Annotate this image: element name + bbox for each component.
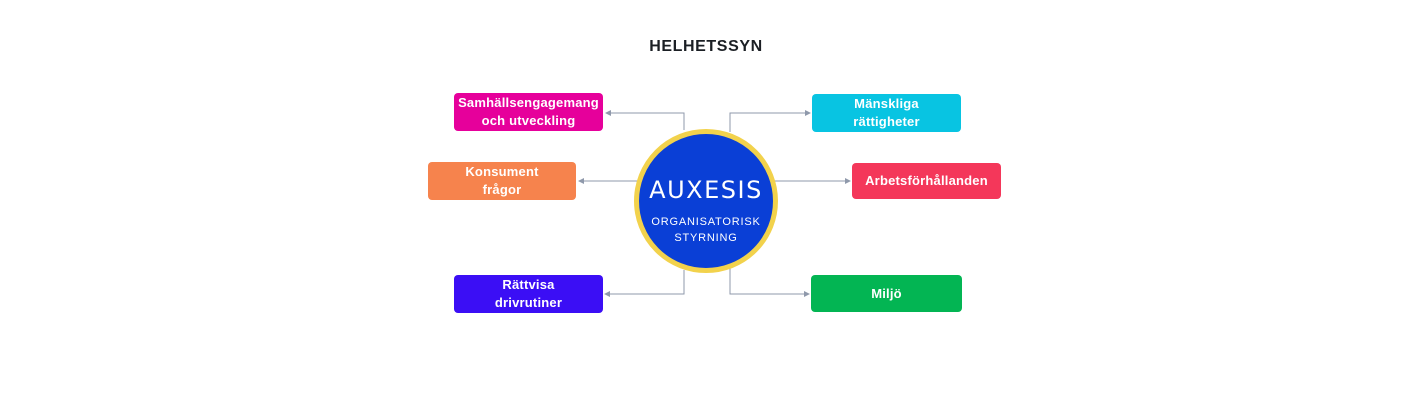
node-konsument-label: Konsument frågor (465, 164, 539, 197)
node-samhallsengagemang-label: Samhällsengagemang och utveckling (458, 95, 599, 128)
node-konsument: Konsument frågor (428, 162, 576, 200)
node-miljo-label: Miljö (871, 285, 902, 301)
node-arbetsforhallanden: Arbetsförhållanden (852, 163, 1001, 199)
node-samhallsengagemang: Samhällsengagemang och utveckling (454, 93, 603, 131)
node-manskliga: Mänskliga rättigheter (812, 94, 961, 132)
connector-samhallsengagemang (605, 110, 685, 130)
node-miljo: Miljö (811, 275, 962, 312)
diagram-title: HELHETSSYN (649, 38, 763, 55)
central-hub-circle: AUXESIS ORGANISATORISK STYRNING (634, 129, 778, 273)
node-rattvisa-label: Rättvisa drivrutiner (494, 277, 563, 310)
connector-rattvisa (604, 270, 685, 297)
hub-name: AUXESIS (649, 176, 763, 204)
node-manskliga-label: Mänskliga rättigheter (853, 96, 920, 129)
connector-manskliga (729, 110, 811, 132)
connector-miljo (729, 268, 810, 297)
node-rattvisa: Rättvisa drivrutiner (454, 275, 603, 313)
hub-subtitle: ORGANISATORISK STYRNING (651, 216, 761, 244)
node-arbetsforhallanden-label: Arbetsförhållanden (865, 173, 988, 188)
